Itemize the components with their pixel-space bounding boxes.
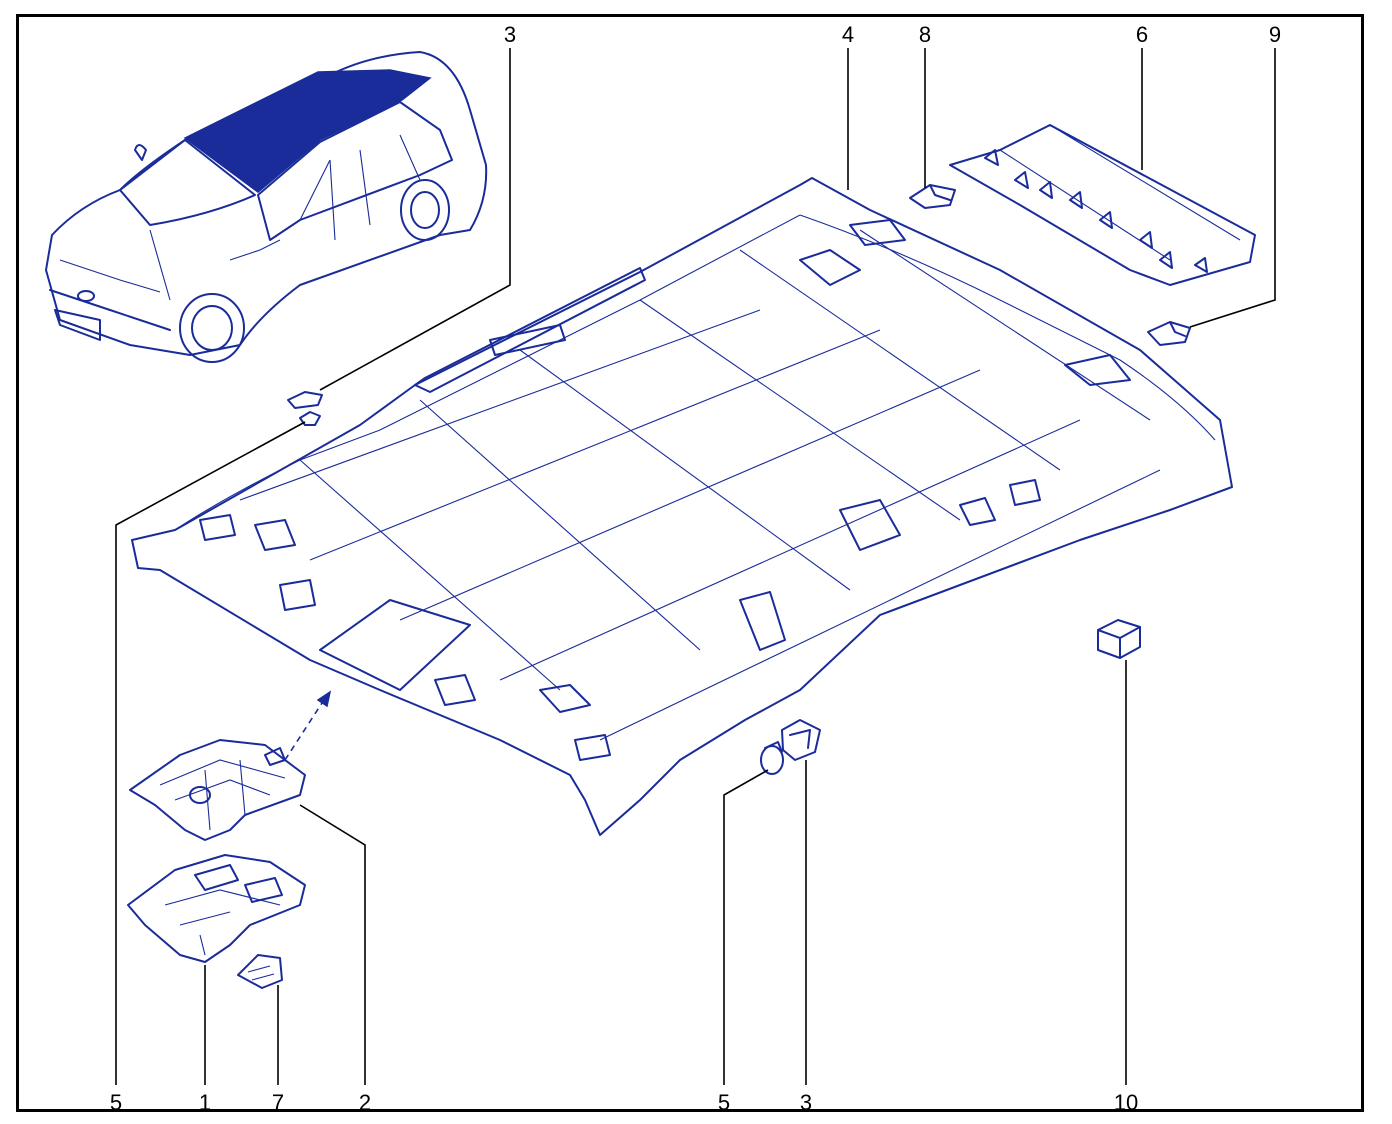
callout-10: 10 <box>1114 1090 1138 1115</box>
console-frame-part-2 <box>129 739 306 841</box>
leader-lines <box>115 48 1276 1085</box>
callout-8: 8 <box>919 22 931 47</box>
callout-7: 7 <box>272 1090 284 1115</box>
retainer-part-5-mid <box>760 741 784 775</box>
cover-part-7 <box>237 954 283 989</box>
callout-3-mid: 3 <box>800 1090 812 1115</box>
clip-part-5-top <box>299 411 321 426</box>
headliner-part-4 <box>131 177 1233 836</box>
clip-part-8 <box>909 184 956 209</box>
callout-5-left: 5 <box>110 1090 122 1115</box>
clip-part-9 <box>1147 321 1191 346</box>
callout-9: 9 <box>1269 22 1281 47</box>
clip-part-3-top <box>287 391 323 409</box>
car-overview <box>45 51 488 363</box>
callout-labels: 3 4 8 6 9 5 1 7 2 5 3 10 <box>110 22 1281 1115</box>
clip-part-3-mid <box>781 719 821 761</box>
callout-5-mid: 5 <box>718 1090 730 1115</box>
callout-1: 1 <box>199 1090 211 1115</box>
callout-3-top: 3 <box>504 22 516 47</box>
assembly-arrow <box>284 690 332 761</box>
callout-4: 4 <box>842 22 854 47</box>
console-lamp-part-1 <box>127 854 306 963</box>
foam-pad-part-10 <box>1097 619 1141 659</box>
callout-6: 6 <box>1136 22 1148 47</box>
callout-2: 2 <box>359 1090 371 1115</box>
rear-panel-part-6 <box>949 124 1256 286</box>
